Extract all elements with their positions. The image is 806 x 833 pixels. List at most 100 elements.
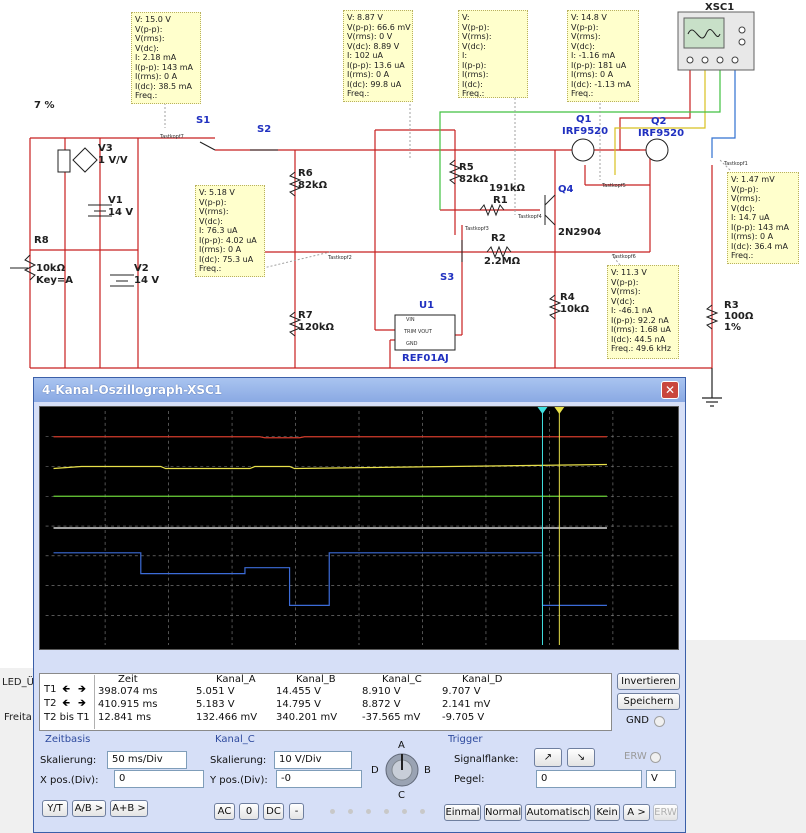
table-cell: 340.201 mV [276, 712, 338, 723]
probe-tag-2: Tastkopf2 [328, 255, 352, 261]
channel-section-title: Kanal_C [215, 734, 255, 745]
r7-name: R7 [298, 310, 313, 321]
rising-edge-button[interactable]: ↗ [534, 748, 562, 767]
decoration-dot [330, 809, 335, 814]
table-header: Kanal_B [296, 674, 336, 685]
probe-line: I(dc): 38.5 mA [135, 81, 192, 91]
probe-tag-5: Tastkopf5 [602, 183, 626, 189]
probe-line: V(dc): [611, 296, 635, 306]
table-cell: 5.183 V [196, 699, 235, 710]
probe-line: V(rms): [462, 32, 492, 41]
probe-line: V(rms): [199, 207, 229, 216]
q2-name: Q2 [651, 116, 667, 127]
ab-button[interactable]: A/B > [72, 800, 106, 817]
table-cell: 5.051 V [196, 686, 235, 697]
table-cell: 410.915 ms [98, 699, 158, 710]
table-cell: -9.705 V [442, 712, 485, 723]
probe-line: V(p-p): [135, 24, 163, 34]
oscilloscope-titlebar[interactable]: 4-Kanal-Oszillograph-XSC1 ✕ [34, 378, 685, 402]
table-header: Kanal_D [462, 674, 503, 685]
table-cell: 398.074 ms [98, 686, 158, 697]
cursor-t2-handle[interactable] [554, 407, 565, 414]
save-button[interactable]: Speichern [617, 693, 680, 710]
gnd-label: GND [626, 715, 649, 726]
t1-left-arrow[interactable]: 🡸 [61, 684, 71, 695]
v3-value: 1 V/V [98, 155, 128, 166]
timebase-xpos-label: X pos.(Div): [40, 775, 99, 786]
timebase-section-title: Zeitbasis [45, 734, 91, 745]
t2-right-arrow[interactable]: 🡺 [77, 698, 87, 709]
dc-coupling-button[interactable]: DC [263, 803, 284, 820]
a-plus-b-button[interactable]: A+B > [110, 800, 148, 817]
trigger-level-unit[interactable]: V [646, 770, 676, 788]
probe-line: I(p-p): 181 uA [571, 60, 627, 70]
background-tab-freita[interactable]: Freita [4, 712, 32, 723]
oscilloscope-window: 4-Kanal-Oszillograph-XSC1 ✕ T1 T2 T2 bis… [33, 377, 686, 833]
background-tab-led[interactable]: LED_Ü [2, 677, 34, 688]
probe-line: I: [462, 51, 468, 60]
zero-coupling-button[interactable]: 0 [239, 803, 259, 820]
table-header: Kanal_C [382, 674, 422, 685]
trigger-normal-button[interactable]: Normal [484, 804, 522, 821]
r5-name: R5 [459, 162, 474, 173]
switch-s1-label[interactable]: S1 [196, 115, 211, 126]
decoration-dot [384, 809, 389, 814]
oscilloscope-title: 4-Kanal-Oszillograph-XSC1 [42, 383, 223, 397]
yt-button[interactable]: Y/T [42, 800, 68, 817]
channel-ypos-input[interactable]: -0 [276, 770, 362, 788]
probe-line: V(p-p): [731, 184, 759, 194]
u1-value: REF01AJ [402, 353, 449, 364]
close-button[interactable]: ✕ [661, 381, 679, 399]
probe-line: V(p-p): 66.6 mV [347, 22, 411, 32]
trigger-a-button[interactable]: A > [623, 804, 650, 821]
trigger-level-input[interactable]: 0 [536, 770, 642, 788]
table-cell: 8.872 V [362, 699, 401, 710]
invert-button[interactable]: Invertieren [617, 673, 680, 690]
timebase-xpos-input[interactable]: 0 [114, 770, 204, 788]
trigger-erw-radio[interactable] [650, 752, 661, 763]
trigger-ext-button: ERW [653, 804, 678, 821]
switch-s3-label[interactable]: S3 [440, 272, 455, 283]
gnd-radio[interactable] [654, 716, 665, 727]
ac-coupling-button[interactable]: AC [214, 803, 235, 820]
probe-line: I(rms): 0 A [731, 232, 774, 241]
r8-value: 10kΩ [36, 263, 66, 274]
probe-line: V(dc): 8.89 V [347, 41, 400, 51]
minus-button[interactable]: - [289, 803, 304, 820]
table-cell: 132.466 mV [196, 712, 258, 723]
probe-tag-1: Tastkopf1 [724, 161, 748, 167]
table-cell: 14.455 V [276, 686, 322, 697]
probe-line: Freq.: [347, 89, 370, 98]
r4-value: 10kΩ [560, 304, 590, 315]
switch-s2-label[interactable]: S2 [257, 124, 272, 135]
probe-line: V: 11.3 V [611, 268, 647, 277]
probe-line: V(rms): [611, 287, 641, 296]
u1-pin-gnd: GND [406, 341, 418, 347]
t1-right-arrow[interactable]: 🡺 [77, 684, 87, 695]
trigger-edge-label: Signalflanke: [454, 754, 519, 765]
probe-line: I(rms): 0 A [199, 245, 242, 254]
falling-edge-button[interactable]: ↘ [567, 748, 595, 767]
trigger-auto-button[interactable]: Automatisch [525, 804, 591, 821]
timebase-scale-input[interactable]: 50 ms/Div [107, 751, 187, 769]
cursor-t1-handle[interactable] [537, 407, 548, 414]
r6-name: R6 [298, 168, 313, 179]
t2-left-arrow[interactable]: 🡸 [61, 698, 71, 709]
channel-scale-input[interactable]: 10 V/Div [274, 751, 352, 769]
probe-line: I: -46.1 nA [611, 306, 653, 315]
channel-selector-knob[interactable] [369, 738, 439, 804]
trigger-once-button[interactable]: Einmal [444, 804, 481, 821]
v2-value: 14 V [134, 275, 160, 286]
probe-line: I(p-p): 4.02 uA [199, 235, 257, 245]
probe-line: I: 2.18 mA [135, 53, 177, 62]
table-cell: 2.141 mV [442, 699, 491, 710]
probe-line: V(p-p): [611, 277, 639, 287]
r2-value: 2.2MΩ [484, 256, 521, 267]
oscilloscope-screen[interactable] [39, 406, 679, 650]
row-label-t1: T1 [44, 684, 57, 695]
r4-name: R4 [560, 292, 575, 303]
probe-line: I(rms): [462, 70, 489, 79]
trigger-none-button[interactable]: Kein [594, 804, 620, 821]
